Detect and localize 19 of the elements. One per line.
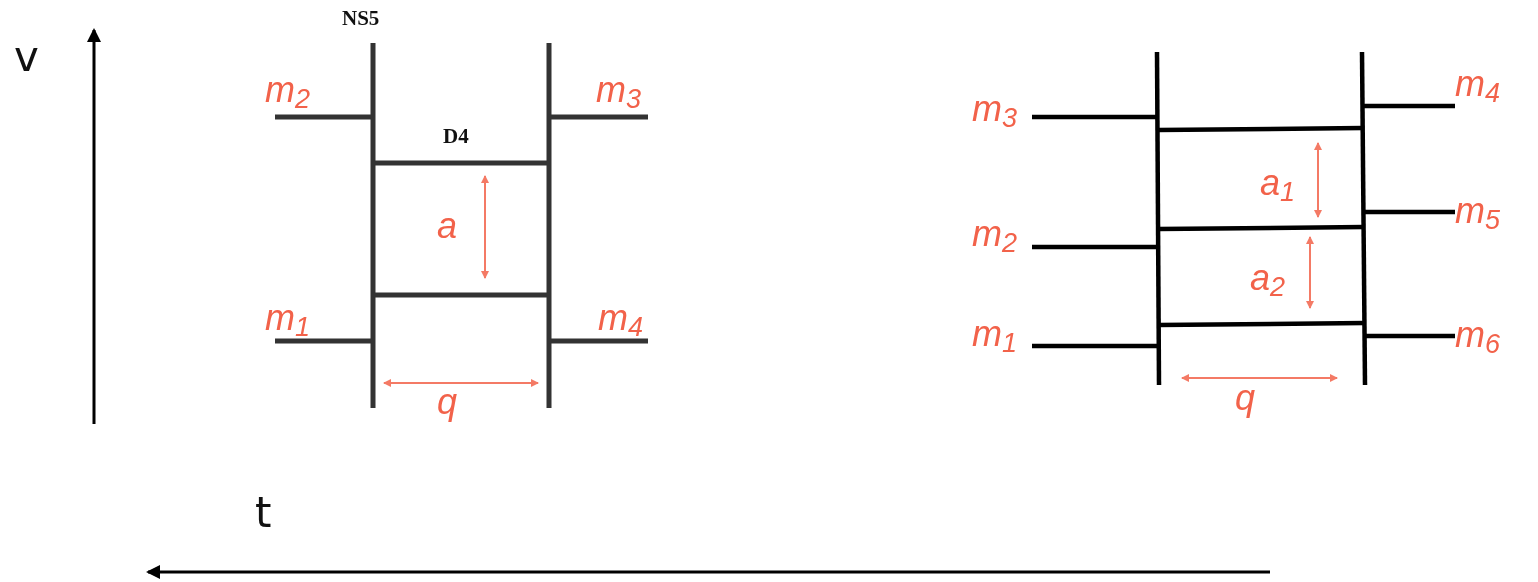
mass-label: m$_{2}$ xyxy=(972,216,1018,257)
axis-label: t xyxy=(255,492,272,534)
mass-label: m$_{4}$ xyxy=(598,300,644,341)
mass-label: m$_{3}$ xyxy=(596,72,642,113)
distance-label: a xyxy=(437,208,458,244)
mass-label: m$_{4}$ xyxy=(1455,66,1501,107)
distance-label: q xyxy=(1235,380,1256,416)
mass-label: m$_{5}$ xyxy=(1455,193,1501,234)
brane-label: NS5 xyxy=(342,8,380,29)
mass-label: m$_{3}$ xyxy=(972,91,1018,132)
brane-label: D4 xyxy=(443,126,469,147)
distance-label: q xyxy=(437,384,458,420)
mass-label: m$_{2}$ xyxy=(265,72,311,113)
mass-label: m$_{6}$ xyxy=(1455,317,1501,358)
mass-label: m$_{1}$ xyxy=(265,300,311,341)
axis-label: v xyxy=(14,36,39,78)
distance-label: a$_{2}$ xyxy=(1250,260,1286,301)
distance-label: a$_{1}$ xyxy=(1260,165,1296,206)
mass-label: m$_{1}$ xyxy=(972,316,1018,357)
